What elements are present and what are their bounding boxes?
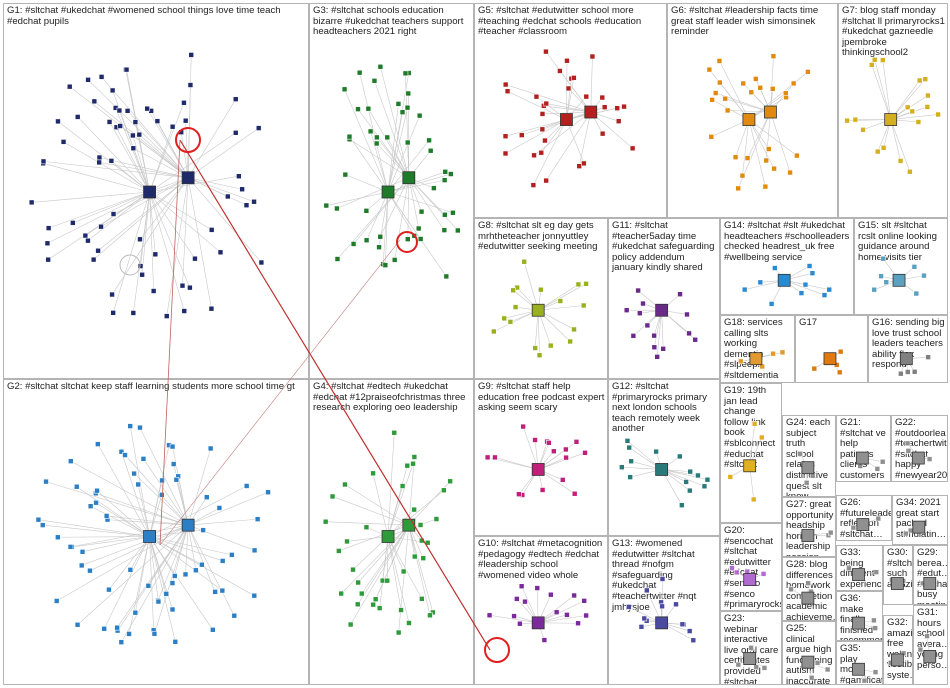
group-label-g32: G32: amazi… free webin… vestib… syste… xyxy=(887,617,913,681)
group-box-g2: G2: #sltchat sltchat keep staff learning… xyxy=(3,379,309,685)
group-label-g3: G3: #sltchat schools education bizarre #… xyxy=(313,5,467,38)
group-box-g36: G36: make finally finished recommen… xyxy=(836,591,883,641)
group-box-g26: G26: #futureleaded reflection #sltchat… xyxy=(836,495,892,541)
group-box-g20: G20: #sencochat #sltchat #edutwitter #ed… xyxy=(720,523,782,611)
group-label-g8: G8: #sltchat slt eg day gets mrhtheteach… xyxy=(478,220,598,253)
group-label-g12: G12: #sltchat #primaryrocks primary next… xyxy=(612,381,710,435)
group-label-g5: G5: #sltchat #edutwitter school more #te… xyxy=(478,5,644,38)
group-box-g28: G28: blog differences homework completio… xyxy=(782,557,836,621)
group-box-g17: G17 xyxy=(795,315,868,383)
group-label-g2: G2: #sltchat sltchat keep staff learning… xyxy=(7,381,295,392)
group-box-g29: G29: berea… #edut… #sltchat busy meetin…… xyxy=(913,545,948,605)
group-box-g22: G22: #outdoorlea… #teachertwit… #sltchat… xyxy=(891,415,948,482)
group-label-g6: G6: #sltchat #leadership facts time grea… xyxy=(671,5,821,38)
group-label-g31: G31: hours school avera… young perso… xyxy=(917,607,948,671)
group-label-g15: G15: slt #sltchat rcslt online looking g… xyxy=(858,220,940,263)
group-box-g27: G27: great opportunity headship horizon … xyxy=(782,497,836,557)
group-label-g21: G21: #sltchat ve help patients clients c… xyxy=(840,417,887,481)
group-box-g7: G7: blog staff monday #sltchat ll primar… xyxy=(838,3,948,218)
group-label-g33: G33: being different experienci… differe… xyxy=(840,547,882,590)
group-box-g32: G32: amazi… free webin… vestib… syste… xyxy=(883,615,913,685)
group-box-g8: G8: #sltchat slt eg day gets mrhtheteach… xyxy=(474,218,608,379)
group-label-g26: G26: #futureleaded reflection #sltchat… xyxy=(840,497,891,540)
group-box-g4: G4: #sltchat #edtech #ukedchat #edchat #… xyxy=(309,379,474,685)
group-box-g23: G23: webinar interactive live oral care … xyxy=(720,611,782,685)
group-box-g10: G10: #sltchat #metacognition #pedagogy #… xyxy=(474,536,608,685)
group-box-g21: G21: #sltchat ve help patients clients c… xyxy=(836,415,891,482)
group-label-g9: G9: #sltchat staff help education free p… xyxy=(478,381,608,414)
group-box-g6: G6: #sltchat #leadership facts time grea… xyxy=(667,3,838,218)
group-box-g3: G3: #sltchat schools education bizarre #… xyxy=(309,3,474,379)
group-box-g18: G18: services calling slts working demen… xyxy=(720,315,795,383)
group-label-g23: G23: webinar interactive live oral care … xyxy=(724,613,782,685)
group-box-g14: G14: #sltchat #slt #ukedchat headteacher… xyxy=(720,218,854,315)
group-box-g30: G30: #sltchat such amazi… xyxy=(883,545,913,605)
group-label-g19: G19: 19th jan lead change follow link bo… xyxy=(724,385,778,471)
group-label-g14: G14: #sltchat #slt #ukedchat headteacher… xyxy=(724,220,853,263)
group-label-g25: G25: clinical argue high functioning aut… xyxy=(786,623,833,685)
group-label-g22: G22: #outdoorlea… #teachertwit… #sltchat… xyxy=(895,417,948,481)
group-label-g13: G13: #womened #edutwitter #sltchat threa… xyxy=(612,538,699,613)
group-label-g7: G7: blog staff monday #sltchat ll primar… xyxy=(842,5,948,59)
group-label-g18: G18: services calling slts working demen… xyxy=(724,317,783,382)
group-label-g4: G4: #sltchat #edtech #ukedchat #edchat #… xyxy=(313,381,469,414)
group-label-g29: G29: berea… #edut… #sltchat busy meetin…… xyxy=(917,547,948,604)
group-box-g24: G24: each subject truth school relates d… xyxy=(782,415,836,497)
group-box-g1: G1: #sltchat #ukedchat #womened school t… xyxy=(3,3,309,379)
group-box-g5: G5: #sltchat #edutwitter school more #te… xyxy=(474,3,667,218)
group-box-g34: G34: 2021 great start packed stimulatin… xyxy=(892,495,948,545)
group-box-g13: G13: #womened #edutwitter #sltchat threa… xyxy=(608,536,720,685)
group-box-g9: G9: #sltchat staff help education free p… xyxy=(474,379,608,536)
group-box-g15: G15: slt #sltchat rcslt online looking g… xyxy=(854,218,948,315)
group-label-g36: G36: make finally finished recommen… xyxy=(840,593,882,641)
group-box-g16: G16: sending big love trust school leade… xyxy=(868,315,948,383)
group-label-g10: G10: #sltchat #metacognition #pedagogy #… xyxy=(478,538,605,581)
group-box-g35: G35: play more #gamificati… #sltchat… xyxy=(836,641,883,685)
group-box-g31: G31: hours school avera… young perso… xyxy=(913,605,948,685)
group-label-g1: G1: #sltchat #ukedchat #womened school t… xyxy=(7,5,284,27)
group-label-g27: G27: great opportunity headship horizon … xyxy=(786,499,834,556)
group-box-g33: G33: being different experienci… differe… xyxy=(836,545,883,591)
group-box-g19: G19: 19th jan lead change follow link bo… xyxy=(720,383,782,523)
group-label-g28: G28: blog differences homework completio… xyxy=(786,559,835,621)
group-label-g20: G20: #sencochat #sltchat #edutwitter #ed… xyxy=(724,525,781,611)
group-label-g17: G17 xyxy=(799,317,818,328)
group-label-g24: G24: each subject truth school relates d… xyxy=(786,417,833,497)
group-label-g11: G11: #sltchat #teacher5aday time #ukedch… xyxy=(612,220,718,274)
group-box-g12: G12: #sltchat #primaryrocks primary next… xyxy=(608,379,720,536)
group-label-g30: G30: #sltchat such amazi… xyxy=(887,547,913,590)
group-label-g16: G16: sending big love trust school leade… xyxy=(872,317,948,371)
group-label-g35: G35: play more #gamificati… #sltchat… xyxy=(840,643,882,685)
group-box-g11: G11: #sltchat #teacher5aday time #ukedch… xyxy=(608,218,720,379)
group-box-g25: G25: clinical argue high functioning aut… xyxy=(782,621,836,685)
group-label-g34: G34: 2021 great start packed stimulatin… xyxy=(896,497,947,540)
